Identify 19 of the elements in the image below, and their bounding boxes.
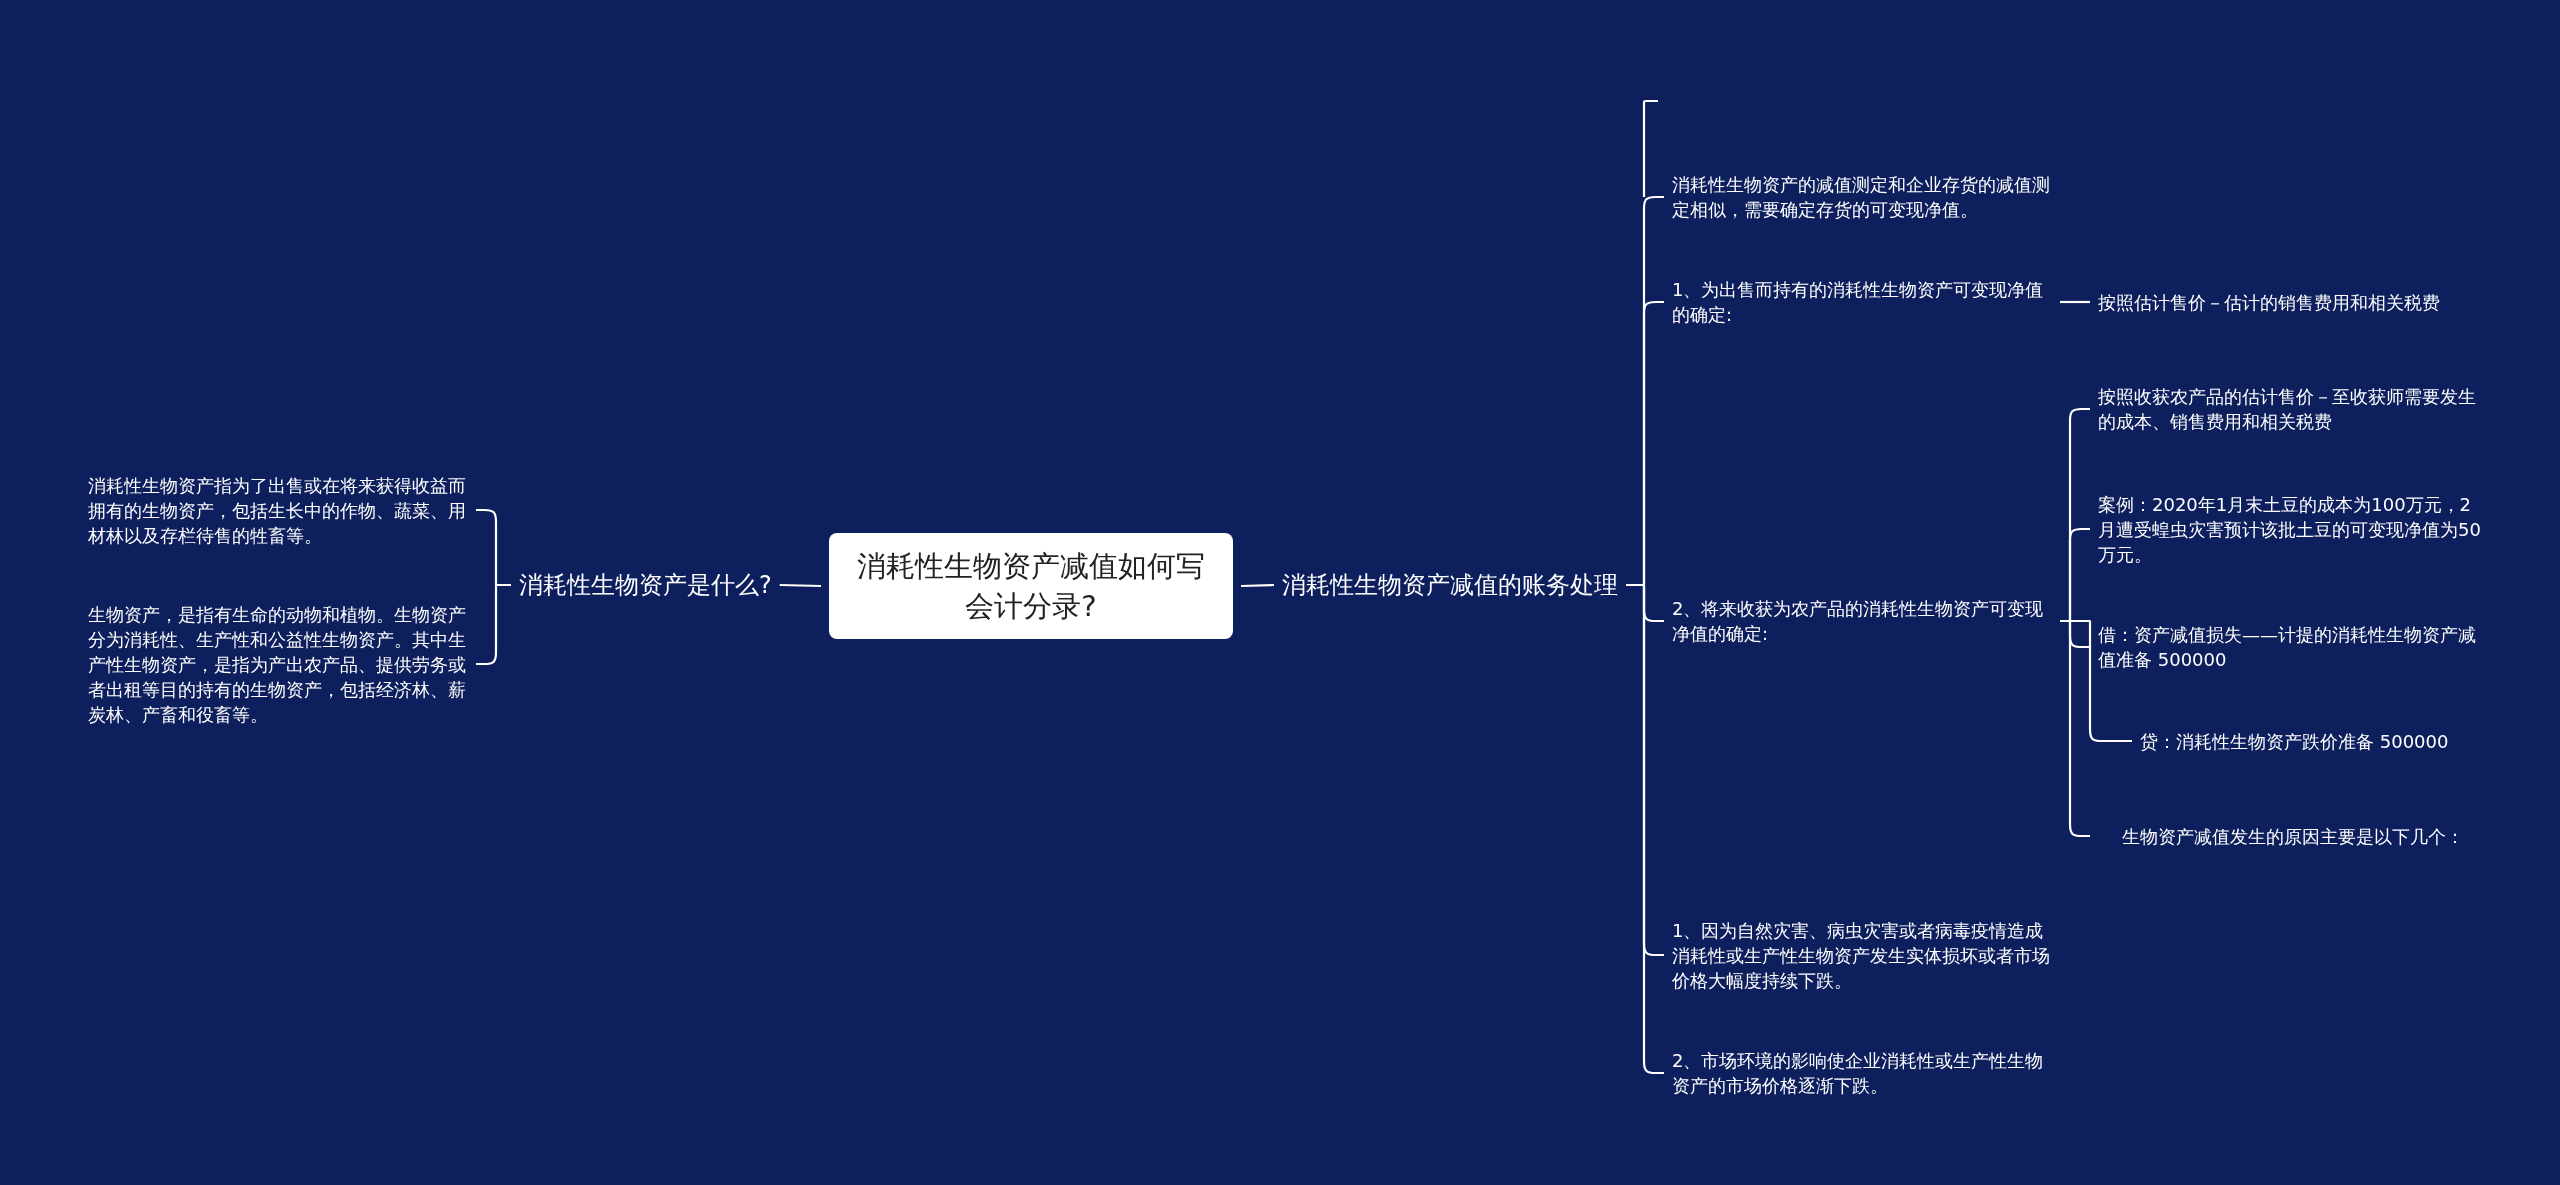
subtopic-text: 2、市场环境的影响使企业消耗性或生产性生物资产的市场价格逐渐下跌。 [1672,1048,2052,1098]
subtopic-text: 1、因为自然灾害、病虫灾害或者病毒疫情造成消耗性或生产性生物资产发生实体损坏或者市场价格大幅度持续下跌。 [1672,917,2052,993]
connector-line [2060,300,2090,304]
subtopic-text: 1、为出售而持有的消耗性生物资产可变现净值的确定: [1672,277,2052,327]
subtopic-text: 生物资产减值发生的原因主要是以下几个： [2098,823,2478,849]
connector-line [1240,583,1275,588]
branch-topic: 消耗性生物资产减值的账务处理 [1282,570,1618,600]
subtopic-text: 案例：2020年1月末土豆的成本为100万元，2月遭受蝗虫灾害预计该批土豆的可变现净值为50万元。 [2098,491,2488,567]
subtopic-text: 按照估计售价－估计的销售费用和相关税费 [2098,289,2518,315]
subtopic-text: 2、将来收获为农产品的消耗性生物资产可变现净值的确定: [1672,596,2052,646]
connector-line [779,583,822,588]
subtopic-text: 借：资产减值损失——计提的消耗性生物资产减值准备 500000 [2098,622,2488,672]
subtopic-text: 消耗性生物资产的减值测定和企业存货的减值测定相似，需要确定存货的可变现净值。 [1672,172,2052,222]
subtopic-text: 按照收获农产品的估计售价－至收获师需要发生的成本、销售费用和相关税费 [2098,384,2488,434]
branch-topic: 消耗性生物资产是什么? [519,570,772,600]
subtopic-text: 消耗性生物资产指为了出售或在将来获得收益而拥有的生物资产，包括生长中的作物、蔬菜、用材林以及存栏待售的牲畜等。 [88,472,468,548]
central-topic-box: 消耗性生物资产减值如何写会计分录? [829,533,1233,639]
subtopic-text: 生物资产，是指有生命的动物和植物。生物资产分为消耗性、生产性和公益性生物资产。其中生产性生物资产，是指为产出农产品、提供劳务或者出租等目的持有的生物资产，包括经济林、薪炭林、产畜和役畜等。 [88,601,468,727]
subtopic-text: 贷：消耗性生物资产跌价准备 500000 [2140,728,2540,754]
